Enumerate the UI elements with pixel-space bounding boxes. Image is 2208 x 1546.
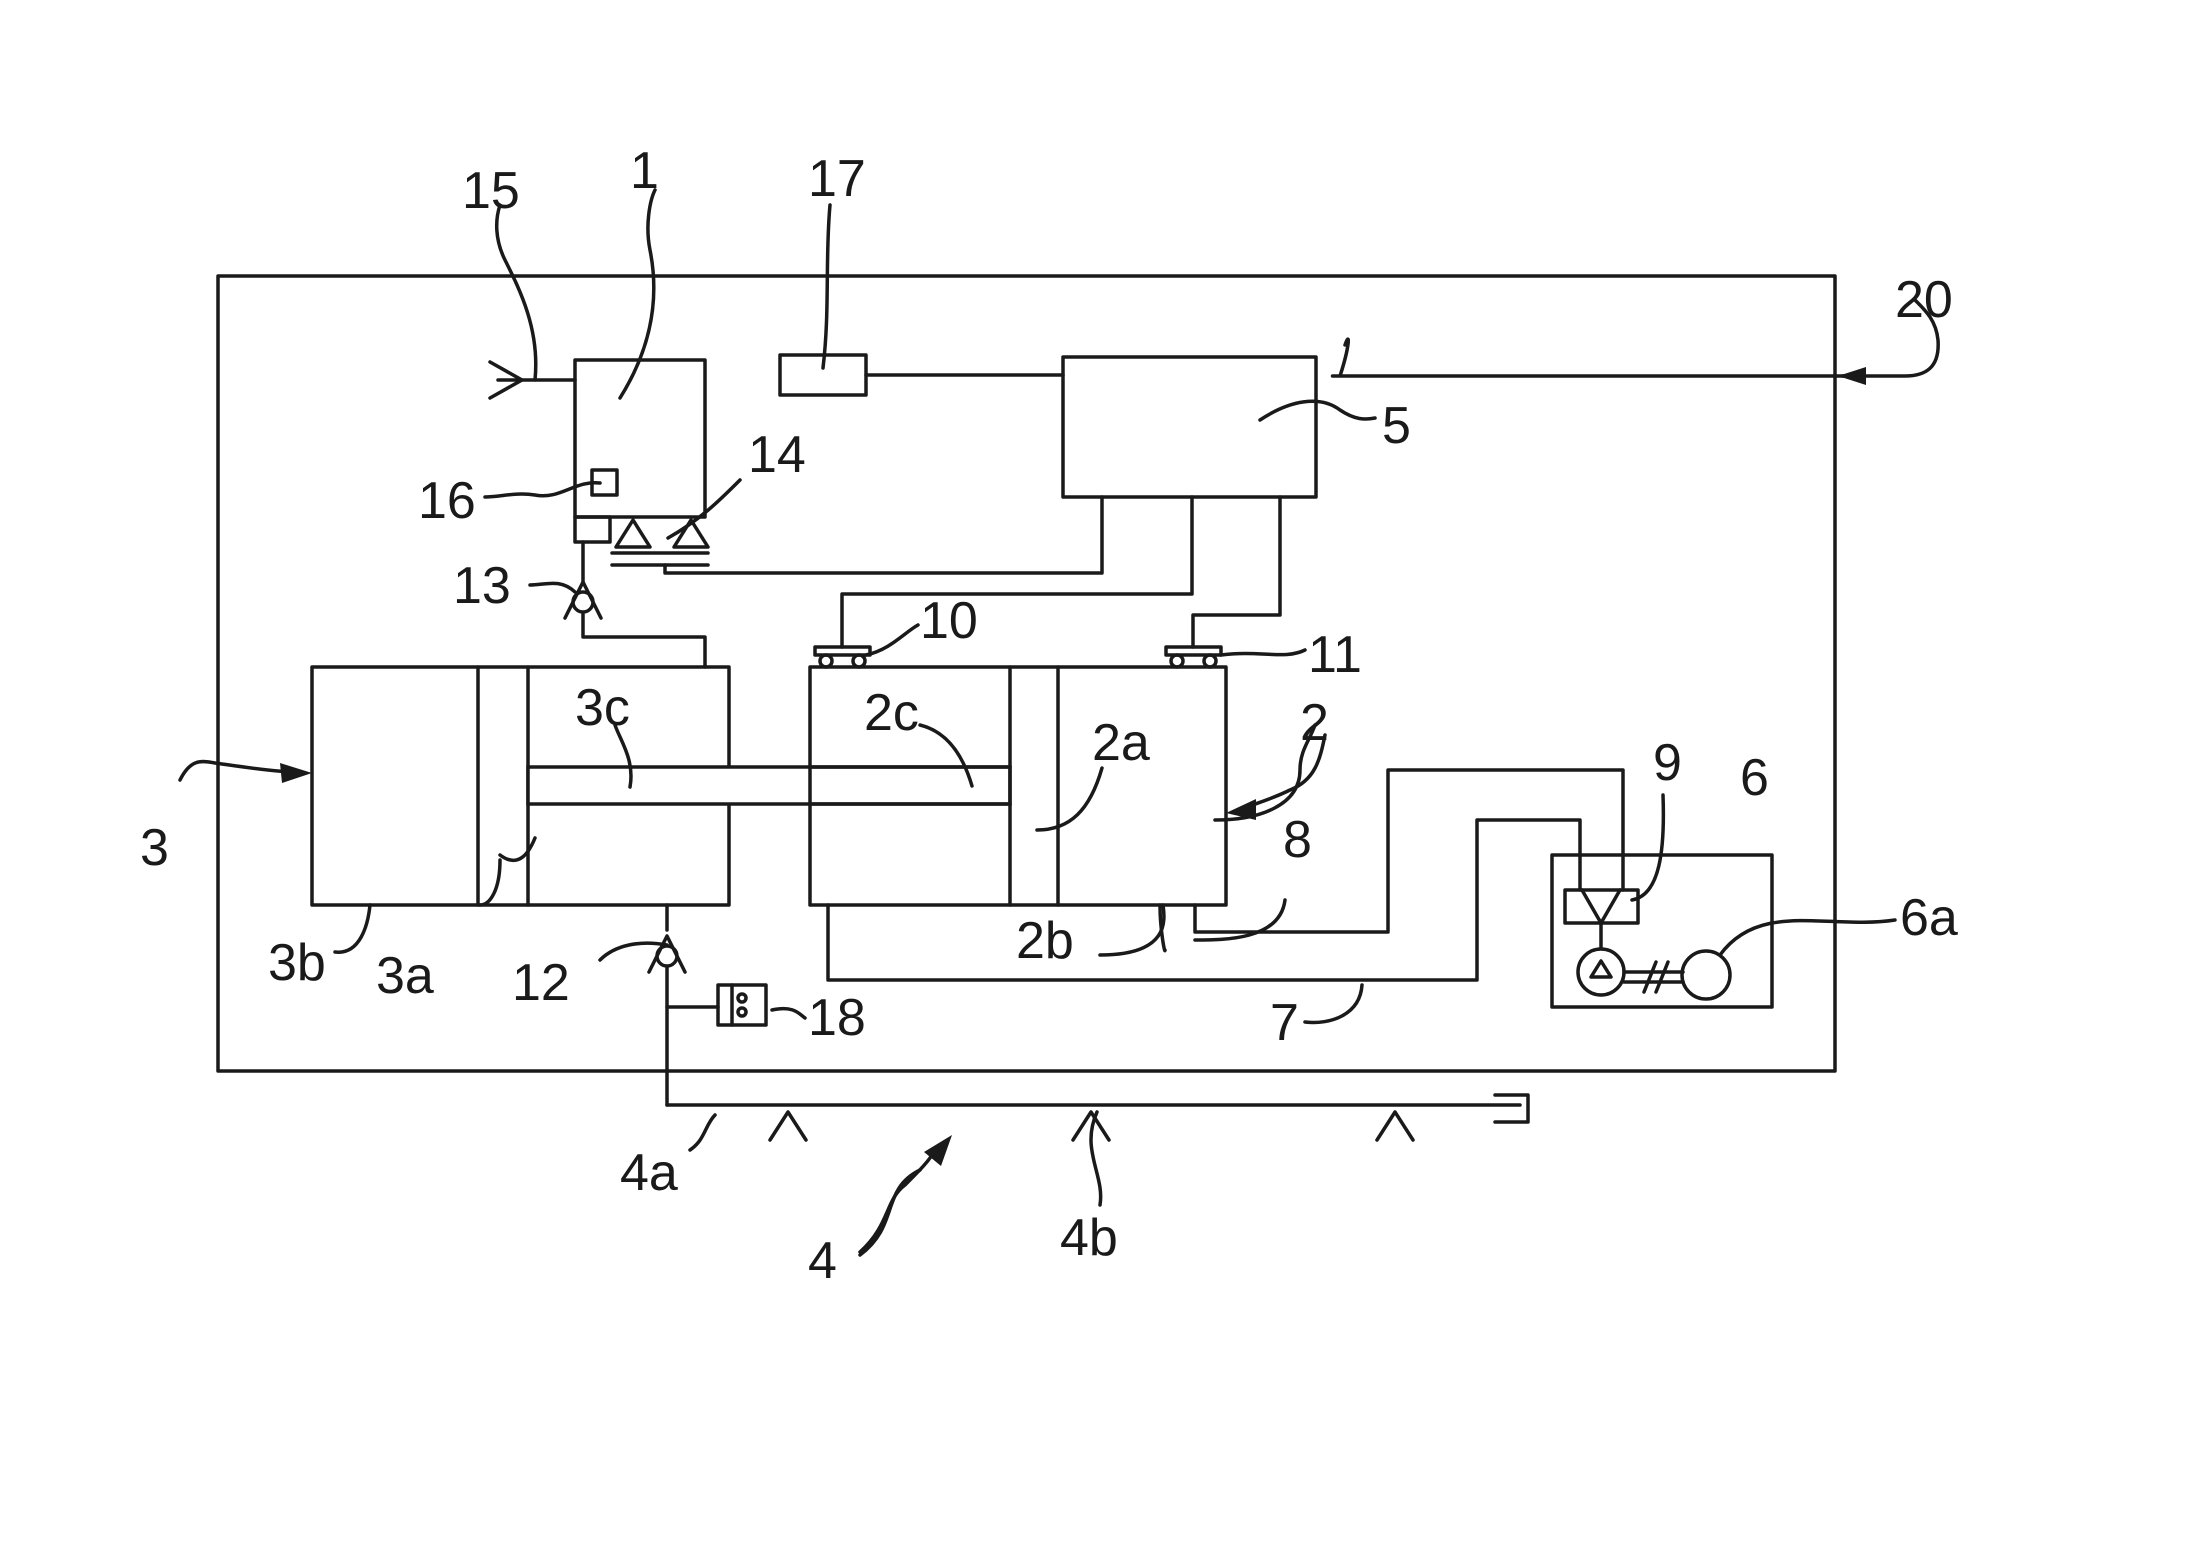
label-2b: 2b (1016, 912, 1074, 970)
sensor-11 (1166, 647, 1221, 667)
label-8: 8 (1283, 811, 1312, 869)
valve-9 (1565, 890, 1638, 923)
label-6: 6 (1740, 749, 1769, 807)
sensor-10 (815, 647, 870, 667)
check-valve-12 (649, 905, 718, 1105)
unit-1 (575, 360, 708, 565)
label-15: 15 (462, 162, 520, 220)
label-6a: 6a (1900, 889, 1958, 947)
unit-6 (1552, 855, 1772, 1007)
label-17: 17 (808, 150, 866, 208)
pipe-7 (828, 820, 1580, 980)
label-20: 20 (1895, 271, 1953, 329)
label-1: 1 (630, 142, 659, 200)
sprinkler-line-4 (667, 1095, 1528, 1140)
pipe-8 (1195, 770, 1623, 932)
label-3a: 3a (376, 947, 434, 1005)
inlet-15 (490, 362, 575, 398)
label-3b: 3b (268, 934, 326, 992)
label-9: 9 (1653, 734, 1682, 792)
valves-14 (616, 520, 708, 547)
motor-6a (1682, 951, 1730, 999)
label-2c: 2c (864, 684, 919, 742)
label-14: 14 (748, 426, 806, 484)
label-11: 11 (1308, 626, 1362, 684)
label-2a: 2a (1092, 714, 1150, 772)
controller-5 (1063, 357, 1316, 497)
label-5: 5 (1382, 397, 1411, 455)
check-valve-13 (565, 542, 705, 667)
label-10: 10 (920, 592, 978, 650)
label-3: 3 (140, 819, 169, 877)
label-16: 16 (418, 472, 476, 530)
label-2: 2 (1300, 694, 1329, 752)
label-7: 7 (1270, 994, 1299, 1052)
label-3c: 3c (575, 679, 630, 737)
rod-3c-2c (528, 767, 1010, 804)
label-18: 18 (808, 989, 866, 1047)
label-4: 4 (808, 1232, 837, 1290)
label-4a: 4a (620, 1144, 678, 1202)
label-12: 12 (512, 954, 570, 1012)
label-13: 13 (453, 557, 511, 615)
device-18 (718, 985, 766, 1025)
label-4b: 4b (1060, 1209, 1118, 1267)
